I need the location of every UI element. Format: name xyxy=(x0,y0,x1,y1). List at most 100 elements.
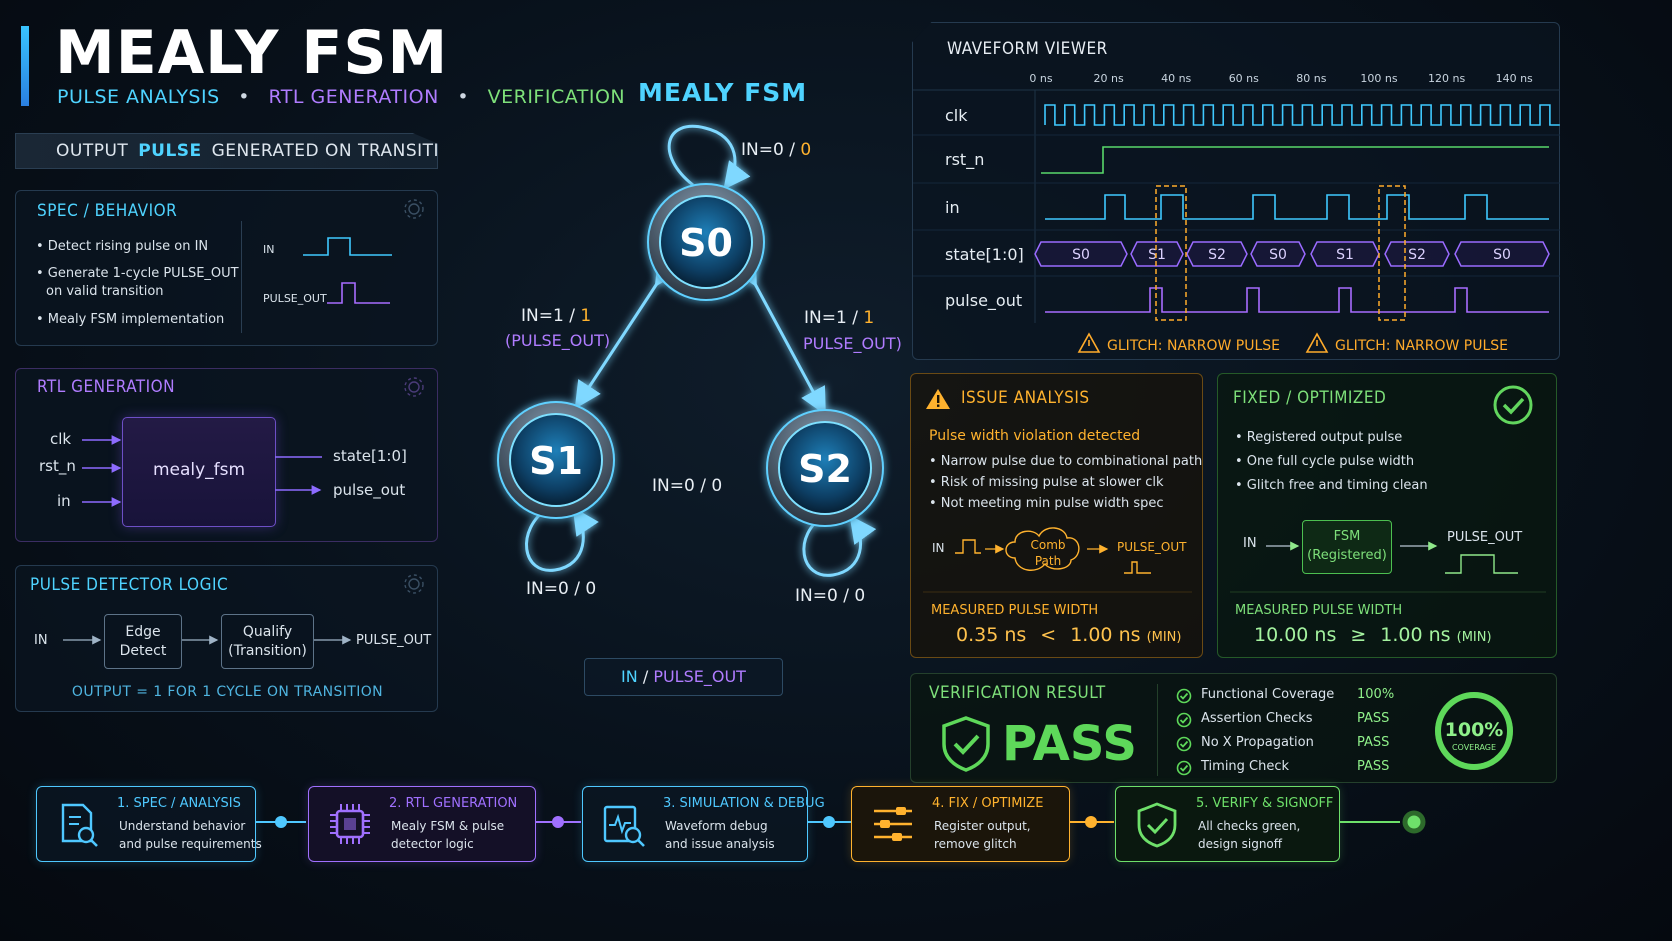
coverage-value: 100% xyxy=(1445,719,1504,741)
fixed-panel: FIXED / OPTIMIZED • Registered output pu… xyxy=(1217,373,1557,658)
tag-separator: • xyxy=(238,86,250,108)
rtl-input-clk: clk xyxy=(50,430,72,448)
signal-name: in xyxy=(945,198,960,217)
rst-wave xyxy=(1041,146,1549,174)
signal-name: pulse_out xyxy=(945,291,1022,311)
fixed-block-line2: (Registered) xyxy=(1307,548,1387,563)
fsm-diagram: S0 S1 S2 xyxy=(497,124,884,577)
title-accent-bar xyxy=(21,26,29,106)
check-value: 100% xyxy=(1357,687,1395,702)
fixed-block-line1: FSM xyxy=(1333,529,1361,544)
issue-title: ISSUE ANALYSIS xyxy=(961,388,1090,408)
banner: OUTPUT PULSE GENERATED ON TRANSITION xyxy=(15,133,438,169)
pipeline-step-desc: Waveform debug xyxy=(665,819,768,833)
detector-note: OUTPUT = 1 FOR 1 CYCLE ON TRANSITION xyxy=(71,684,384,700)
rtl-module-name: mealy_fsm xyxy=(152,460,246,480)
spec-panel: SPEC / BEHAVIOR • Detect rising pulse on… xyxy=(15,190,438,346)
pipeline-step-title: 4. FIX / OPTIMIZE xyxy=(932,796,1044,811)
glitch-marker xyxy=(1378,185,1406,321)
time-tick: 100 ns xyxy=(1360,72,1397,85)
check-name: Timing Check xyxy=(1201,759,1290,774)
pipeline-step: 2. RTL GENERATION Mealy FSM & pulse dete… xyxy=(308,786,536,862)
rtl-wires-svg xyxy=(82,377,424,507)
s0-s1-note: (PULSE_OUT) xyxy=(505,331,611,350)
tag-verification: VERIFICATION xyxy=(487,86,626,108)
fixed-bullet: • One full cycle pulse width xyxy=(1235,454,1415,469)
s0-s1-label: IN=1 / 1 xyxy=(521,306,592,326)
state-node-s0 xyxy=(647,183,765,301)
issue-headline: Pulse width violation detected xyxy=(929,428,1141,444)
pipeline-step-title: 3. SIMULATION & DEBUG xyxy=(663,796,825,811)
spec-bullet: • Generate 1-cycle PULSE_OUT xyxy=(36,266,239,281)
fixed-out: PULSE_OUT xyxy=(1447,530,1523,545)
state-label-s0: S0 xyxy=(679,221,733,265)
spec-title: SPEC / BEHAVIOR xyxy=(37,201,178,221)
pipeline-step: 3. SIMULATION & DEBUG Waveform debug and… xyxy=(582,786,825,862)
pulse-out-wave xyxy=(1045,287,1549,313)
verify-result: PASS xyxy=(1002,716,1137,772)
rtl-title: RTL GENERATION xyxy=(37,377,176,397)
coverage-label: COVERAGE xyxy=(1452,743,1496,752)
time-tick: 20 ns xyxy=(1093,72,1123,85)
pipeline-step: 5. VERIFY & SIGNOFF All checks green, de… xyxy=(1115,786,1340,862)
s1-self-loop xyxy=(524,506,599,572)
detector-wires-svg xyxy=(63,574,424,645)
rtl-module-box: mealy_fsm xyxy=(122,417,276,527)
pipeline-step-desc: All checks green, xyxy=(1198,819,1301,833)
pipeline-step-title: 5. VERIFY & SIGNOFF xyxy=(1196,796,1334,811)
issue-measure: 0.35 ns<1.00 ns (MIN) xyxy=(956,624,1182,646)
s2-self-loop xyxy=(802,513,877,577)
check-value: PASS xyxy=(1357,735,1390,750)
pipeline-step-desc: design signoff xyxy=(1198,837,1283,851)
state-value: S2 xyxy=(1408,247,1426,263)
state-value: S2 xyxy=(1208,247,1226,263)
qualify-block: Qualify (Transition) xyxy=(221,614,314,669)
fixed-title: FIXED / OPTIMIZED xyxy=(1233,388,1387,408)
detector-panel: PULSE DETECTOR LOGIC IN Edge Detect Qual… xyxy=(15,565,438,712)
fsm-registered-block: FSM (Registered) xyxy=(1302,520,1392,574)
pipeline-step-title: 2. RTL GENERATION xyxy=(389,796,518,811)
fixed-bullet: • Registered output pulse xyxy=(1235,430,1403,445)
state-segment xyxy=(1034,241,1128,267)
spec-bullet: • Detect rising pulse on IN xyxy=(36,239,209,254)
spec-bullet-cont: on valid transition xyxy=(46,284,164,299)
banner-pre: OUTPUT xyxy=(56,141,129,161)
issue-measure-label: MEASURED PULSE WIDTH xyxy=(931,603,1099,618)
subtitle-tags: PULSE ANALYSIS • RTL GENERATION • VERIFI… xyxy=(57,86,625,108)
time-tick: 60 ns xyxy=(1229,72,1259,85)
spec-in-wave xyxy=(303,237,392,256)
glitch-marker xyxy=(1155,185,1187,321)
state-value: S0 xyxy=(1269,247,1287,263)
signal-name: rst_n xyxy=(945,150,984,170)
issue-bullet: • Not meeting min pulse width spec xyxy=(929,496,1164,511)
s0-s2-label: IN=1 / 1 xyxy=(804,308,875,328)
fixed-in: IN xyxy=(1243,536,1257,551)
check-name: No X Propagation xyxy=(1201,735,1314,750)
time-tick: 80 ns xyxy=(1296,72,1326,85)
verify-title: VERIFICATION RESULT xyxy=(929,683,1106,703)
state-value: S0 xyxy=(1072,247,1090,263)
issue-diagram-svg xyxy=(923,527,1192,593)
pipeline-step-desc: Understand behavior xyxy=(119,819,246,833)
signal-name: state[1:0] xyxy=(945,245,1024,264)
state-label-s2: S2 xyxy=(798,447,852,491)
document-search-icon xyxy=(61,803,98,847)
rtl-output-state: state[1:0] xyxy=(333,447,407,465)
check-icon xyxy=(1176,688,1192,704)
pipeline-step-desc: and pulse requirements xyxy=(119,837,262,851)
state-node-s1 xyxy=(497,401,615,519)
glitch-label: GLITCH: NARROW PULSE xyxy=(1335,338,1508,354)
pipeline-step: 1. SPEC / ANALYSIS Understand behavior a… xyxy=(36,786,262,862)
detector-out: PULSE_OUT xyxy=(356,633,432,648)
spec-divider xyxy=(241,221,242,333)
spec-sig-in: IN xyxy=(263,243,275,256)
edge-detect-block: Edge Detect xyxy=(104,614,182,669)
detector-in: IN xyxy=(34,633,48,648)
warning-icon xyxy=(1305,332,1329,353)
time-tick: 40 ns xyxy=(1161,72,1191,85)
fsm-legend: IN / PULSE_OUT xyxy=(584,658,783,696)
fixed-diagram-svg xyxy=(1230,541,1546,593)
spec-bullet: • Mealy FSM implementation xyxy=(36,312,225,327)
